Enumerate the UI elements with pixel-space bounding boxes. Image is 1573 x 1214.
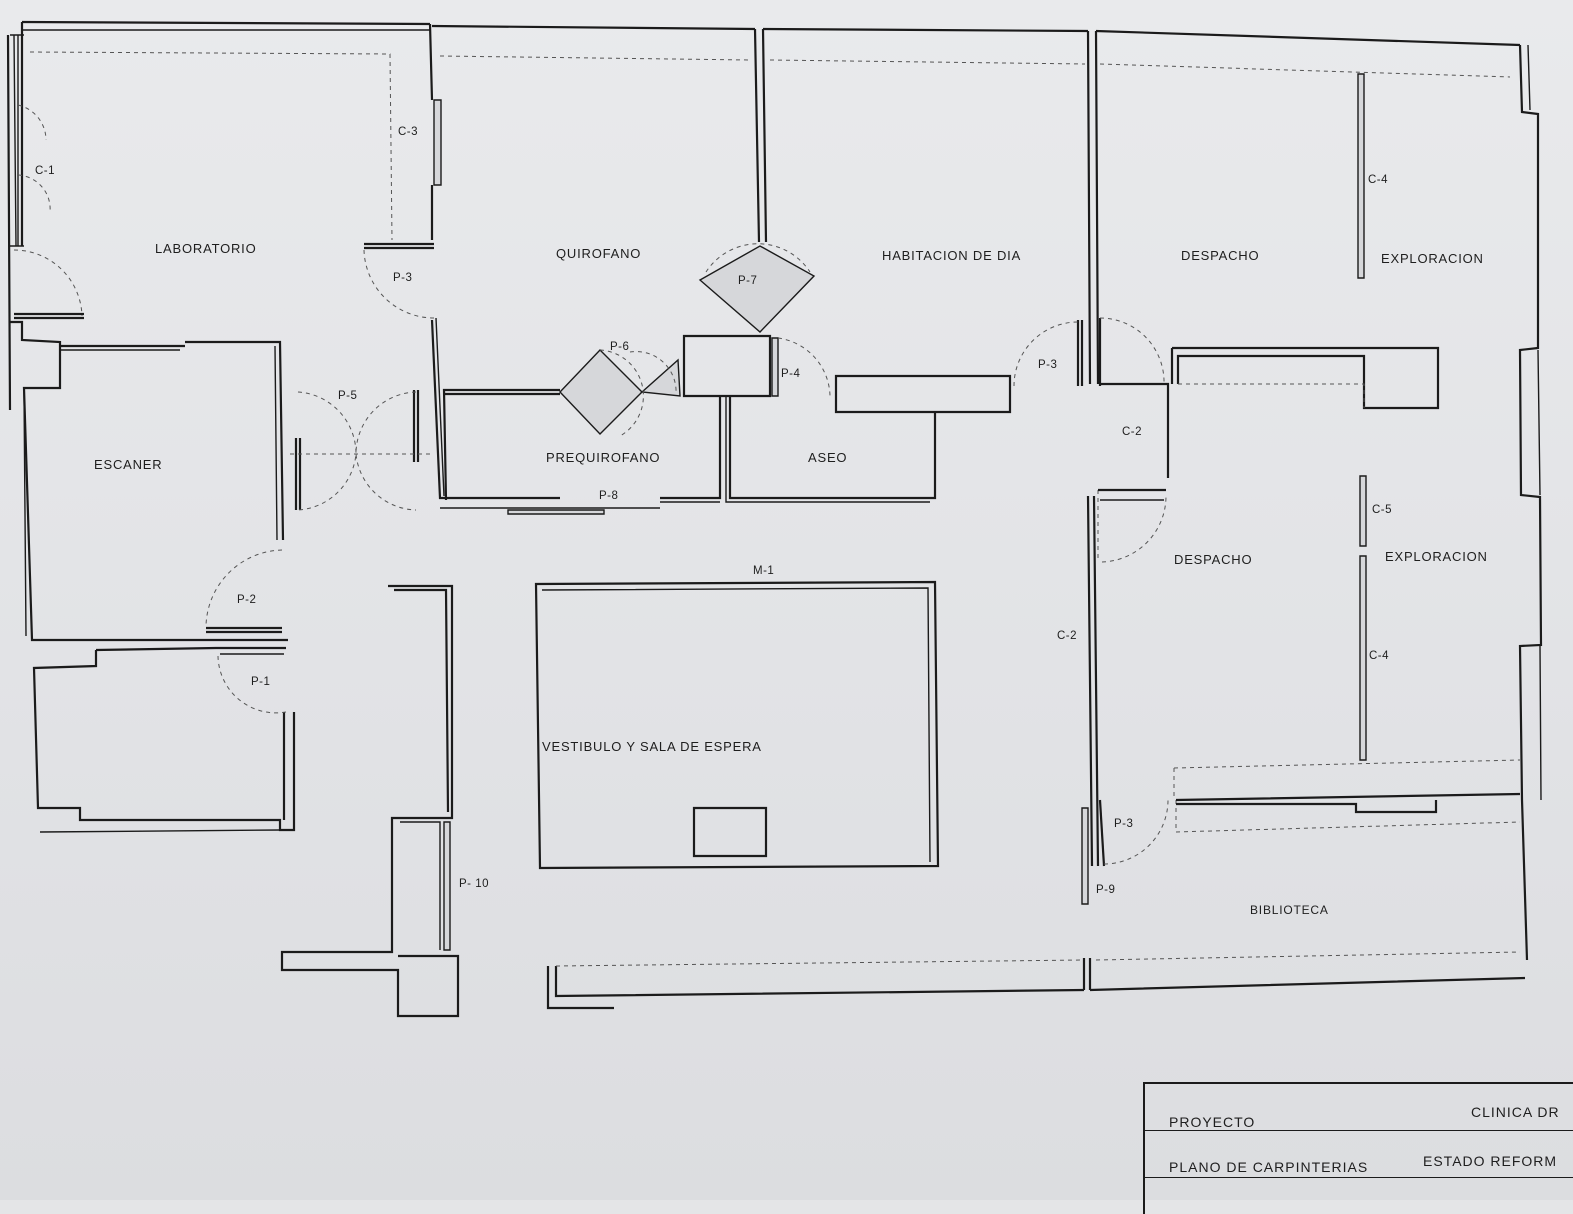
lab-wall-right — [364, 23, 434, 246]
ceiling-line-bottom — [555, 951, 1521, 967]
room-label-biblioteca: BIBLIOTECA — [1250, 903, 1329, 917]
escaner-walls — [10, 320, 288, 642]
escaner-walls-inner — [23, 345, 278, 637]
aseo-box — [682, 334, 772, 398]
room-label-exploracion-upper: EXPLORACION — [1381, 251, 1484, 266]
door-lab-left-leaf — [14, 312, 84, 320]
code-label-p3-lab: P-3 — [393, 272, 413, 284]
exterior-wall-bottom — [546, 966, 1526, 1010]
code-label-p1: P-1 — [251, 676, 271, 688]
corridor-inner — [400, 821, 441, 950]
exterior-wall-top — [21, 20, 1521, 47]
code-label-c4-lower: C-4 — [1369, 650, 1390, 662]
code-label-c3: C-3 — [398, 126, 419, 138]
lower-left-room-walls — [32, 646, 296, 832]
door-p10-leaf — [443, 821, 451, 951]
title-block-row-plano: PLANO DE CARPINTERIAS ESTADO REFORM — [1145, 1131, 1573, 1178]
vestibulo-m1-counter — [534, 580, 940, 870]
door-c3-leaf — [433, 99, 442, 186]
code-label-c4-upper: C-4 — [1368, 174, 1389, 186]
title-block: PROYECTO CLINICA DR PLANO DE CARPINTERIA… — [1143, 1082, 1573, 1214]
biblioteca-left-wall — [1082, 958, 1092, 990]
door-p5-swing — [290, 391, 432, 511]
room-label-habitacion-dia: HABITACION DE DIA — [882, 248, 1022, 263]
door-p2-swing — [205, 549, 283, 627]
door-p6-swing — [599, 349, 677, 437]
door-p3-lower-leaf — [1098, 799, 1106, 867]
code-label-p7: P-7 — [738, 275, 758, 287]
code-label-p9: P-9 — [1096, 884, 1116, 896]
room-label-prequirofano: PREQUIROFANO — [546, 450, 661, 465]
door-p5-frames — [294, 390, 420, 510]
door-lab-left-swing — [13, 249, 83, 317]
lower-left-room-inner — [39, 653, 284, 833]
code-label-p8: P-8 — [599, 490, 619, 502]
vestibulo-table — [692, 806, 768, 858]
door-p7-leaf — [698, 245, 816, 333]
partition-c4-upper — [1357, 73, 1365, 279]
room-label-despacho-upper: DESPACHO — [1181, 248, 1260, 263]
code-label-c1: C-1 — [35, 165, 56, 177]
window-right — [1527, 44, 1542, 801]
window-c1-swing — [17, 104, 51, 213]
window-c1-frame — [10, 34, 24, 247]
door-p4-leaf — [771, 337, 779, 397]
code-label-c5: C-5 — [1372, 504, 1393, 516]
code-label-p10: P- 10 — [459, 878, 489, 890]
biblioteca-top-wall — [1175, 792, 1521, 814]
code-label-p5: P-5 — [338, 390, 358, 402]
room-label-laboratorio: LABORATORIO — [155, 241, 257, 256]
door-p4-swing — [777, 337, 831, 397]
vestibulo-m1-counter-inner — [541, 587, 931, 863]
quirofano-walls — [430, 319, 1012, 501]
code-label-c2-upper: C-2 — [1122, 426, 1143, 438]
door-p3-center-swing — [1013, 317, 1165, 387]
code-label-p3-center: P-3 — [1038, 359, 1058, 371]
exterior-wall-left — [6, 22, 24, 411]
quirofano-right-wall — [753, 28, 768, 243]
exterior-wall-right — [1518, 44, 1543, 961]
code-label-p6: P-6 — [610, 341, 630, 353]
door-p7-swing — [705, 243, 811, 273]
door-p9-leaf — [1081, 807, 1089, 905]
plano-value: ESTADO REFORM — [1423, 1153, 1558, 1169]
room-label-despacho-lower: DESPACHO — [1174, 552, 1253, 567]
despacho-ceiling-line — [1097, 383, 1365, 560]
code-label-c2-lower: C-2 — [1057, 630, 1078, 642]
lab-door-p3-swing — [363, 249, 435, 319]
ceiling-line-top — [29, 51, 1511, 241]
code-label-p4: P-4 — [781, 368, 801, 380]
door-p2-leaf — [206, 626, 282, 634]
despacho-upper-walls — [1086, 30, 1440, 478]
title-block-row-proyecto: PROYECTO CLINICA DR — [1145, 1084, 1573, 1131]
code-label-m1: M-1 — [753, 565, 775, 577]
proyecto-label: PROYECTO — [1169, 1114, 1256, 1130]
plano-label: PLANO DE CARPINTERIAS — [1169, 1159, 1369, 1175]
room-label-vestibulo: VESTIBULO Y SALA DE ESPERA — [542, 739, 762, 754]
door-p3-center-leaf — [1076, 318, 1102, 386]
door-p3-lower-swing — [1103, 799, 1169, 865]
room-label-escaner: ESCANER — [94, 457, 163, 472]
partition-c5 — [1359, 475, 1367, 547]
door-p1-swing — [217, 655, 287, 714]
code-label-p2: P-2 — [237, 594, 257, 606]
despacho-lower-walls — [1086, 488, 1166, 867]
door-p8-leaf — [507, 509, 605, 515]
despacho-lower-ceiling — [1173, 759, 1521, 833]
room-label-aseo: ASEO — [808, 450, 848, 465]
code-label-p3-lower: P-3 — [1114, 818, 1134, 830]
door-p6-leaf-right — [640, 358, 681, 397]
corridor-walls — [280, 584, 460, 1018]
room-label-exploracion-lower: EXPLORACION — [1385, 549, 1488, 564]
quirofano-walls-inner — [435, 317, 930, 503]
door-despacho-swing — [1101, 495, 1167, 563]
partition-c4-lower — [1359, 555, 1367, 761]
proyecto-value: CLINICA DR — [1471, 1104, 1560, 1120]
room-label-quirofano: QUIROFANO — [556, 246, 642, 261]
